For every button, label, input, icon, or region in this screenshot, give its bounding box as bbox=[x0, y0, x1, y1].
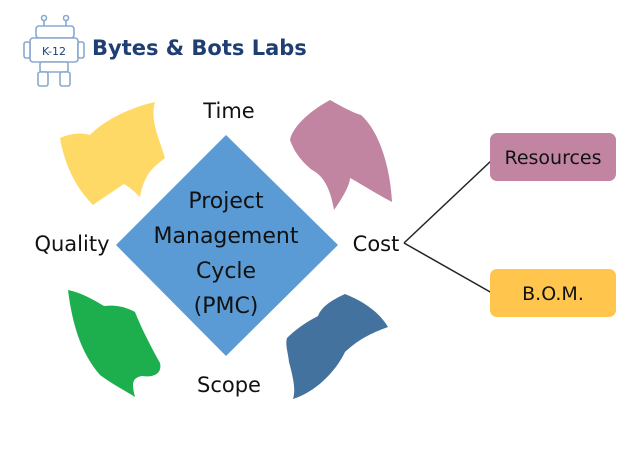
label-cost: Cost bbox=[353, 232, 400, 256]
logo-badge-text: K-12 bbox=[42, 45, 66, 58]
scope-arrow bbox=[286, 294, 388, 399]
label-quality: Quality bbox=[34, 232, 109, 256]
brand-logo: K-12 Bytes & Bots Labs bbox=[23, 14, 307, 87]
cost-arrow bbox=[290, 100, 392, 210]
bom-label: B.O.M. bbox=[522, 283, 584, 305]
bom-box bbox=[490, 269, 616, 317]
pmc-text-line-4: (PMC) bbox=[194, 294, 259, 319]
connector-resources bbox=[403, 159, 493, 244]
quality-arrow bbox=[68, 290, 161, 397]
time-arrow bbox=[60, 102, 165, 205]
label-scope: Scope bbox=[197, 373, 261, 397]
resources-label: Resources bbox=[504, 147, 601, 169]
label-time: Time bbox=[202, 99, 254, 123]
connector-bom bbox=[403, 242, 493, 294]
resources-box bbox=[490, 133, 616, 181]
pmc-text-line-3: Cycle bbox=[196, 259, 256, 284]
brand-name: Bytes & Bots Labs bbox=[92, 36, 307, 60]
pmc-diamond bbox=[116, 135, 338, 356]
pmc-text-line-2: Management bbox=[154, 224, 299, 249]
pmc-text-line-1: Project bbox=[188, 189, 264, 214]
robot-icon bbox=[23, 14, 85, 87]
